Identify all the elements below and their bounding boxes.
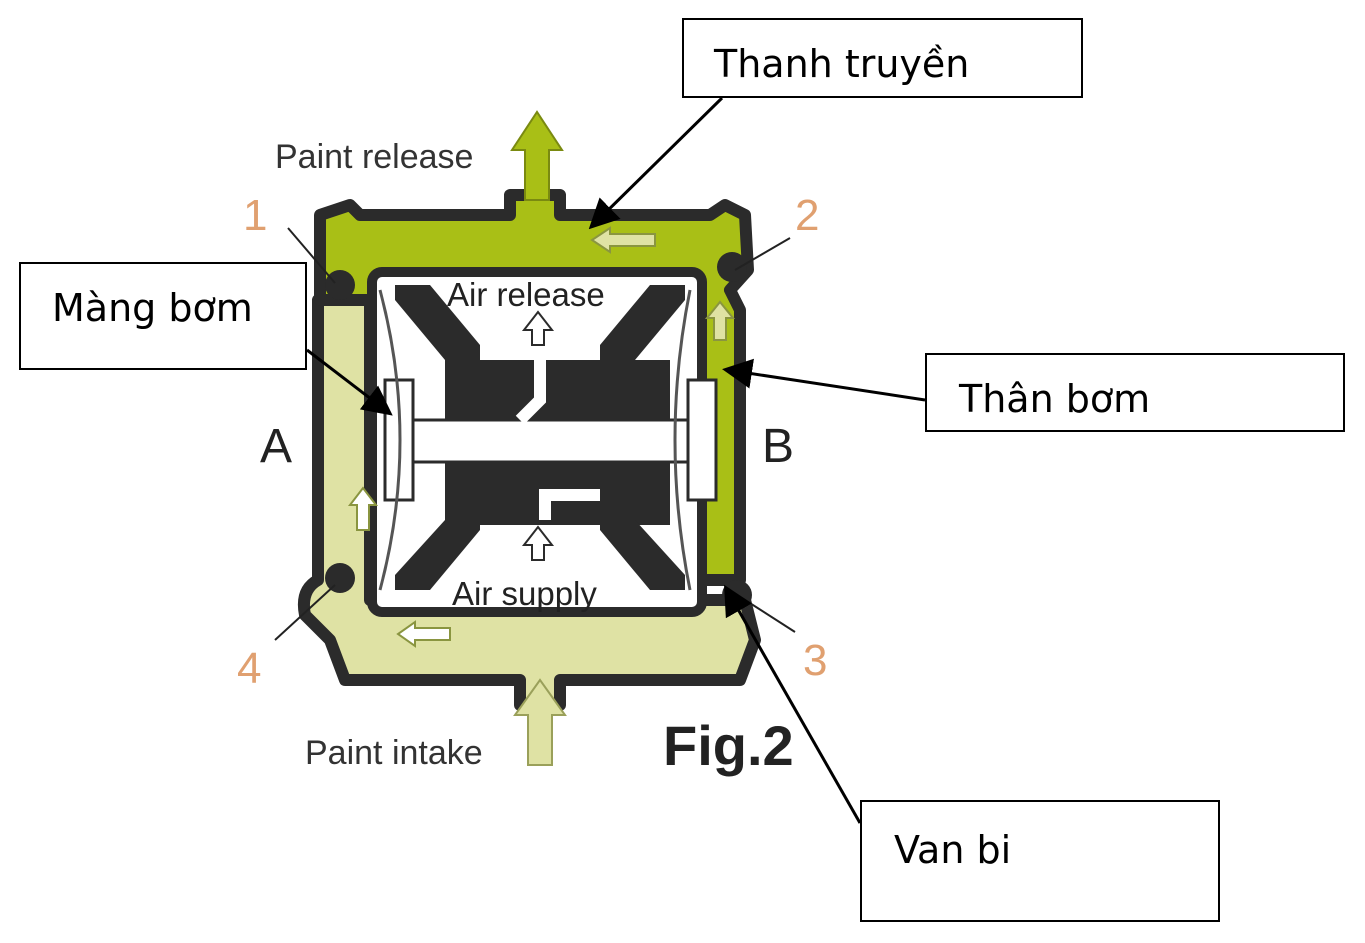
left-diaphragm: [378, 289, 402, 591]
right-diaphragm-plate: [686, 378, 718, 502]
right-diaphragm: [673, 289, 692, 591]
left-up-arrow: [347, 486, 379, 531]
lower-right-arm: [600, 520, 685, 590]
callout-diaphragm-text: Màng bơm: [52, 286, 253, 330]
number-4: 4: [237, 644, 261, 693]
callout-arrows: [306, 96, 926, 824]
callout-connecting-rod-text: Thanh truyền: [714, 42, 970, 86]
arrow-mang-bom: [306, 348, 393, 416]
pump-body: [297, 189, 761, 711]
ball-valve-2: [717, 252, 747, 282]
lower-left-arm: [395, 520, 480, 590]
air-supply-arrow: [521, 525, 555, 561]
callout-ball-valve: Van bi: [860, 800, 1220, 922]
number-1: 1: [243, 191, 267, 240]
air-channel-bottom: [539, 489, 600, 520]
arrow-van-bi: [724, 584, 862, 824]
figure-label: Fig.2: [663, 714, 794, 777]
callout-pump-body-text: Thân bơm: [959, 377, 1151, 421]
number-3: 3: [803, 636, 827, 685]
callout-ball-valve-text: Van bi: [894, 828, 1012, 872]
flow-arrows: [347, 110, 736, 766]
chamber-b-label: B: [762, 420, 794, 473]
air-channel-top: [510, 339, 546, 425]
callout-diaphragm: Màng bơm: [19, 262, 307, 370]
upper-right-arm: [600, 285, 685, 360]
paint-intake-label: Paint intake: [305, 734, 483, 772]
upper-left-arm: [395, 285, 480, 360]
ball-valve-4: [325, 563, 355, 593]
arrow-thanh-truyen: [588, 96, 724, 230]
air-supply-label: Air supply: [452, 575, 597, 612]
central-block: [445, 360, 670, 525]
arrow-than-bom: [722, 358, 926, 402]
bottom-flow-arrow: [396, 620, 451, 648]
air-release-label: Air release: [447, 276, 605, 313]
top-flow-arrow: [590, 226, 656, 254]
callout-connecting-rod: Thanh truyền: [682, 18, 1083, 98]
ball-valve-1: [325, 270, 355, 300]
callout-pump-body: Thân bơm: [925, 353, 1345, 432]
paint-release-arrow: [510, 110, 564, 201]
connecting-rod: [398, 418, 702, 464]
paint-intake-arrow: [513, 678, 567, 766]
chamber-a-label: A: [260, 420, 292, 473]
number-leaders: [274, 227, 796, 641]
air-release-arrow: [521, 310, 555, 346]
paint-release-label: Paint release: [275, 138, 473, 176]
right-up-arrow: [704, 300, 736, 341]
number-2: 2: [795, 191, 819, 240]
